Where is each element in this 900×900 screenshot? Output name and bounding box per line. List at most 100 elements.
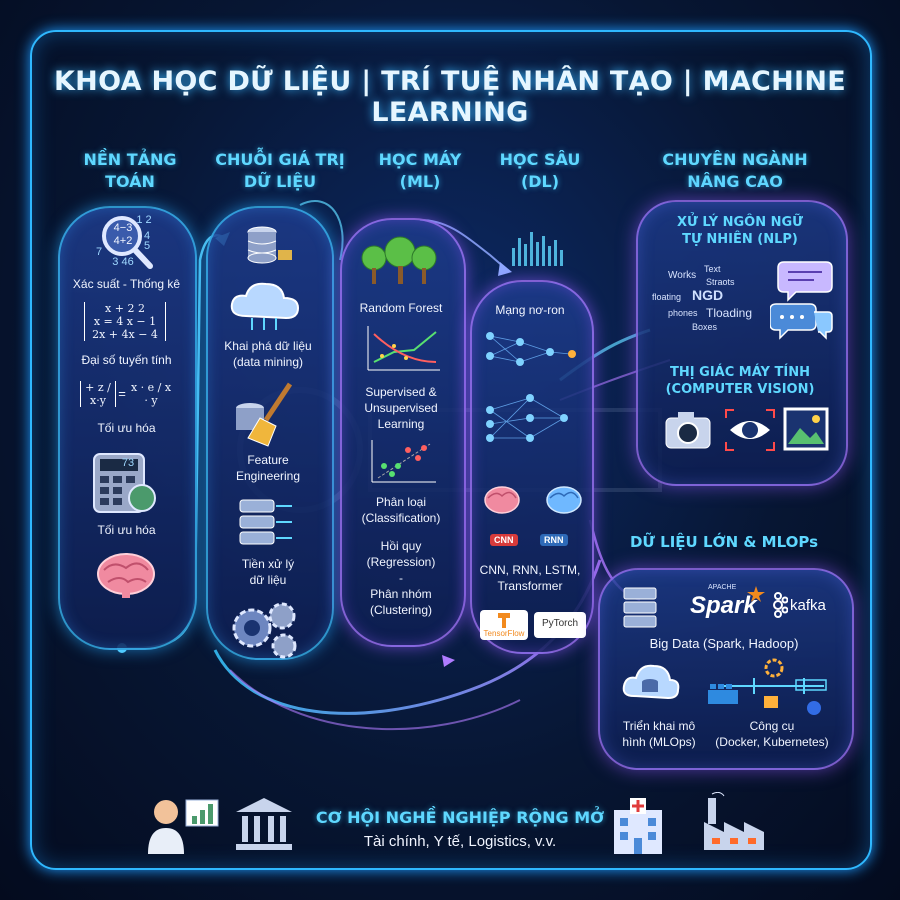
ml-item-random-forest: Random Forest [359, 301, 443, 315]
flow-arrow-2 [498, 262, 512, 276]
ml-column [340, 218, 466, 647]
cv-heading-line2: (COMPUTER VISION) [665, 382, 815, 397]
tensorflow-mark-icon [498, 613, 510, 628]
matrix-row-1: x + 2 2 [105, 302, 145, 315]
tools-line2: (Docker, Kubernetes) [715, 735, 829, 749]
classification-line2: (Classification) [361, 511, 441, 525]
classification-line1: Phân loại [375, 495, 427, 509]
ml-item-supervised: Supervised & Unsupervised Learning [340, 384, 462, 432]
preprocess-line1: Tiền xử lý [241, 557, 295, 571]
brain-icon [97, 553, 155, 598]
career-title: CƠ HỘI NGHỀ NGHIỆP RỘNG MỞ [315, 808, 605, 827]
advanced-heading-line2: NÂNG CAO [687, 172, 783, 191]
nlp-word-phones: phones [668, 308, 698, 318]
regression-line2: (Regression) [366, 555, 436, 569]
flow-line-5 [229, 669, 521, 731]
equalizer-bars-icon [512, 232, 563, 266]
architectures-line2: Transformer [497, 579, 563, 593]
dl-heading-line1: HỌC SÂU [499, 150, 581, 169]
career-subtitle: Tài chính, Y tế, Logistics, v.v. [363, 833, 557, 850]
dl-heading: HỌC SÂU (DL) [485, 149, 595, 193]
kafka-logo: kafka [790, 597, 826, 614]
mag-d5: 4 [143, 230, 151, 242]
supervised-line1: Supervised & [365, 385, 437, 399]
cnn-badge: CNN [490, 534, 518, 546]
feature-line2: Engineering [235, 469, 301, 483]
nlp-word-tloading: Tloading [706, 306, 753, 320]
analyst-icon [148, 799, 219, 854]
chat-bubbles-icon [770, 261, 833, 340]
database-icon [247, 226, 292, 264]
brain-icon-cnn [484, 486, 520, 514]
ml-heading: HỌC MÁY (ML) [365, 149, 475, 193]
supervised-line3: Learning [377, 417, 425, 431]
gears-icon [232, 602, 297, 659]
data-item-preprocess: Tiền xử lý dữ liệu [206, 556, 330, 588]
ml-item-regression: Hồi quy (Regression) - Phân nhóm (Cluste… [340, 538, 462, 618]
dl-column [470, 280, 594, 654]
outer-frame [30, 30, 872, 870]
mlops-line2: hình (MLOps) [622, 735, 696, 749]
math-heading-line1: NỀN TẢNG [83, 150, 177, 169]
nlp-word-works: Works [668, 270, 697, 281]
cv-heading-line1: THỊ GIÁC MÁY TÍNH [670, 365, 810, 380]
mlops-line1: Triển khai mô [622, 719, 696, 733]
dl-item-architectures: CNN, RNN, LSTM, Transformer [470, 562, 590, 594]
magnifier-icon [102, 216, 153, 269]
data-heading-line1: CHUỖI GIÁ TRỊ [215, 150, 345, 169]
nlp-heading-line2: TỰ NHIÊN (NLP) [682, 232, 798, 247]
mag-d1: 4−3 [113, 222, 133, 234]
data-item-mining: Khai phá dữ liệu (data mining) [206, 338, 330, 370]
spark-apache-label: APACHE [708, 584, 737, 591]
math-item-optimization-1: Tối ưu hóa [97, 421, 156, 435]
mag-d2: 4+2 [113, 235, 133, 247]
spark-star-icon [747, 586, 765, 602]
mag-d6: 5 [143, 240, 151, 252]
magnifier-digits: 4−3 4+2 [108, 222, 138, 248]
nlp-word-ngd: NGD [692, 287, 724, 303]
math-item-linear-algebra: Đại số tuyến tính [81, 353, 172, 367]
preprocess-line2: dữ liệu [249, 573, 287, 587]
ml-heading-line1: HỌC MÁY [378, 150, 462, 169]
image-frame-icon [783, 407, 829, 451]
tools-label: Công cụ (Docker, Kubernetes) [704, 718, 840, 750]
eye-icon [725, 409, 775, 451]
equals-sign: = [118, 386, 126, 401]
supervised-line2: Unsupervised [364, 401, 438, 415]
data-heading-line2: DỮ LIỆU [243, 172, 317, 191]
spark-logo: Spark [690, 592, 757, 619]
ml-heading-line2: (ML) [399, 172, 441, 191]
flow-arrow-3 [442, 655, 455, 667]
neural-network-icon [486, 332, 576, 442]
server-rack-icon [623, 587, 657, 628]
brain-icon-rnn [546, 486, 582, 514]
feature-line1: Feature [247, 453, 289, 467]
clustering-line2: (Clustering) [369, 603, 432, 617]
nlp-word-straots: Straots [706, 277, 735, 287]
equation-right: x · e / x · y [130, 381, 172, 407]
data-heading: CHUỖI GIÁ TRỊ DỮ LIỆU [205, 149, 355, 193]
math-heading-line2: TOÁN [105, 172, 155, 191]
classification-plot-icon [371, 440, 436, 483]
mag-d3: 7 [95, 246, 103, 258]
clustering-line1: Phân nhóm [370, 587, 432, 601]
ml-item-classification: Phân loại (Classification) [340, 494, 462, 526]
data-mining-line1: Khai phá dữ liệu [224, 339, 312, 353]
math-item-optimization-2: Tối ưu hóa [97, 523, 156, 537]
equation-left: + z / x·y [80, 381, 116, 407]
factory-icon [704, 792, 764, 850]
tensorflow-logo: TensorFlow [480, 610, 528, 640]
matrix-row-2: x = 4 x − 1 [93, 315, 157, 328]
tools-line1: Công cụ [749, 719, 795, 733]
broom-icon [236, 382, 293, 447]
dl-heading-line2: (DL) [520, 172, 560, 191]
nlp-word-boxes: Boxes [692, 322, 718, 332]
advanced-heading: CHUYÊN NGÀNH NÂNG CAO [640, 149, 830, 193]
matrix-block: x + 2 2 x = 4 x − 1 2x + 4x − 4 [84, 302, 166, 341]
regression-line1: Hồi quy [380, 539, 422, 553]
dl-item-neural-net: Mạng nơ-ron [495, 303, 565, 317]
flow-line-2 [299, 200, 344, 261]
nlp-heading-line1: XỬ LÝ NGÔN NGỮ [676, 215, 804, 230]
cloud-icon [230, 282, 300, 330]
forest-icon [361, 236, 437, 284]
